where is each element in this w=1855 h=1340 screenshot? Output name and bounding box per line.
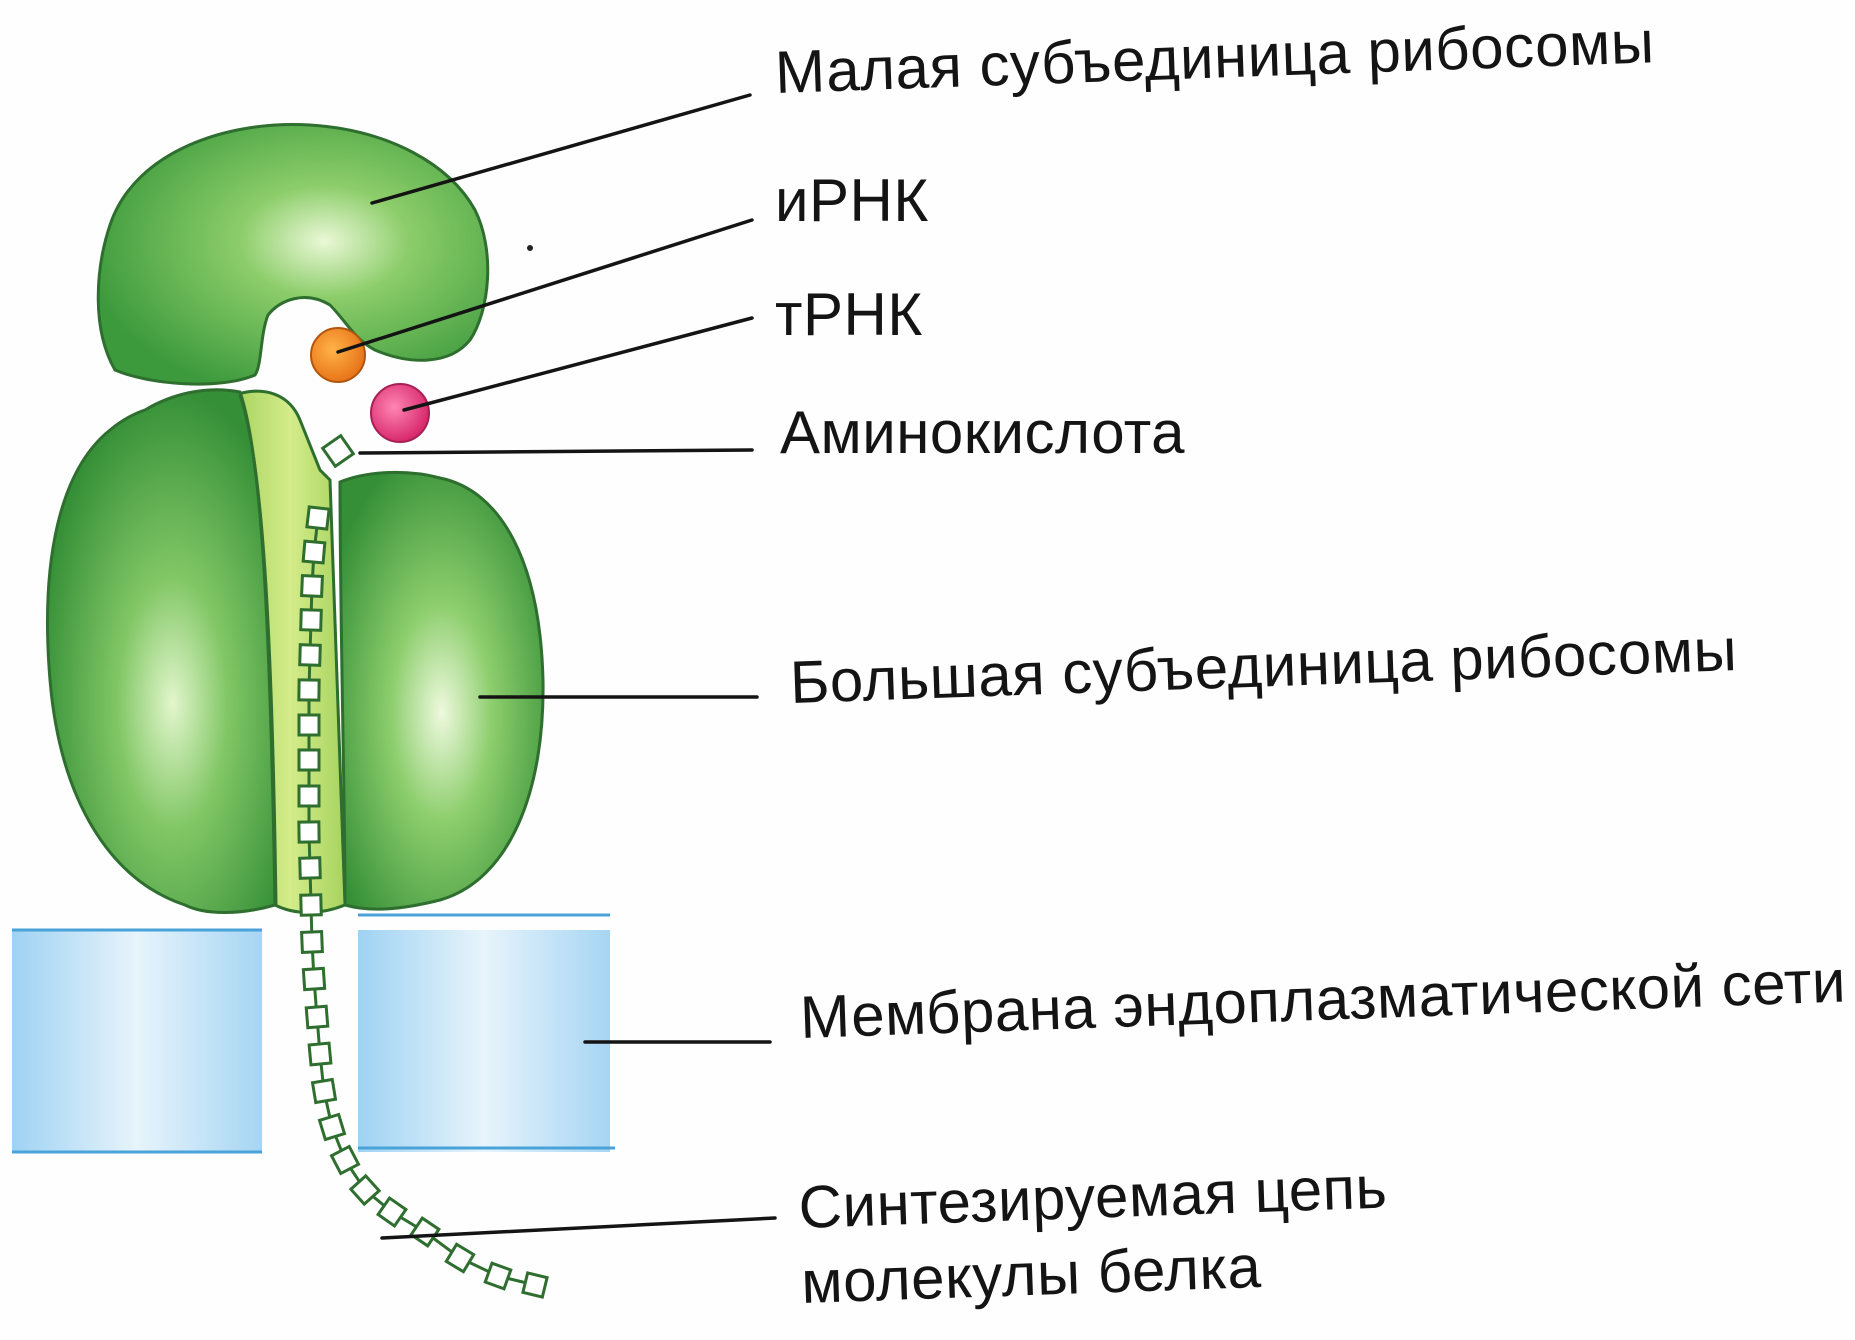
amino-acid-residue — [320, 1115, 345, 1140]
amino-acid-residue — [446, 1244, 473, 1271]
label-protein-chain: Синтезируемая цепь молекулы белка — [797, 1149, 1391, 1319]
leader-amino-acid — [360, 450, 752, 453]
amino-acid-residue — [303, 968, 324, 989]
amino-acid-residue — [301, 895, 322, 916]
large-subunit — [48, 390, 544, 913]
amino-acid-residue — [299, 786, 319, 806]
leader-protein-chain — [382, 1218, 775, 1238]
amino-acid-residue — [332, 1147, 359, 1174]
amino-acid-residue — [302, 576, 323, 597]
amino-acid-residue — [301, 610, 322, 631]
amino-acid-residue — [306, 1006, 328, 1028]
amino-acid-residue — [299, 680, 319, 700]
amino-acid-residue — [411, 1218, 439, 1246]
amino-acid-residue — [309, 1043, 331, 1065]
leader-small-subunit — [372, 95, 750, 203]
amino-acid-residue — [313, 1080, 336, 1103]
large-subunit-right-lobe — [340, 472, 543, 909]
amino-acid — [323, 436, 354, 467]
amino-acid-residue — [523, 1273, 547, 1297]
label-trna: тРНК — [775, 282, 923, 348]
label-mrna: иРНК — [775, 168, 929, 234]
amino-acid-residue — [300, 858, 321, 879]
amino-acid-residue — [485, 1263, 511, 1289]
amino-acid-residue — [299, 822, 319, 842]
amino-acid-residue — [303, 541, 325, 563]
small-subunit — [98, 124, 487, 384]
large-subunit-left-lobe — [48, 390, 276, 913]
label-amino-acid: Аминокислота — [780, 400, 1185, 466]
membrane-right-block — [358, 930, 610, 1152]
amino-acid-residue — [307, 507, 329, 529]
membrane-left-block — [12, 930, 262, 1152]
amino-acid-residue — [299, 750, 319, 770]
amino-acid-residue — [299, 715, 319, 735]
amino-acid-residue — [302, 932, 323, 953]
amino-acid-residue — [300, 645, 321, 666]
mrna-molecule — [311, 328, 365, 382]
trna-molecule — [371, 384, 429, 442]
